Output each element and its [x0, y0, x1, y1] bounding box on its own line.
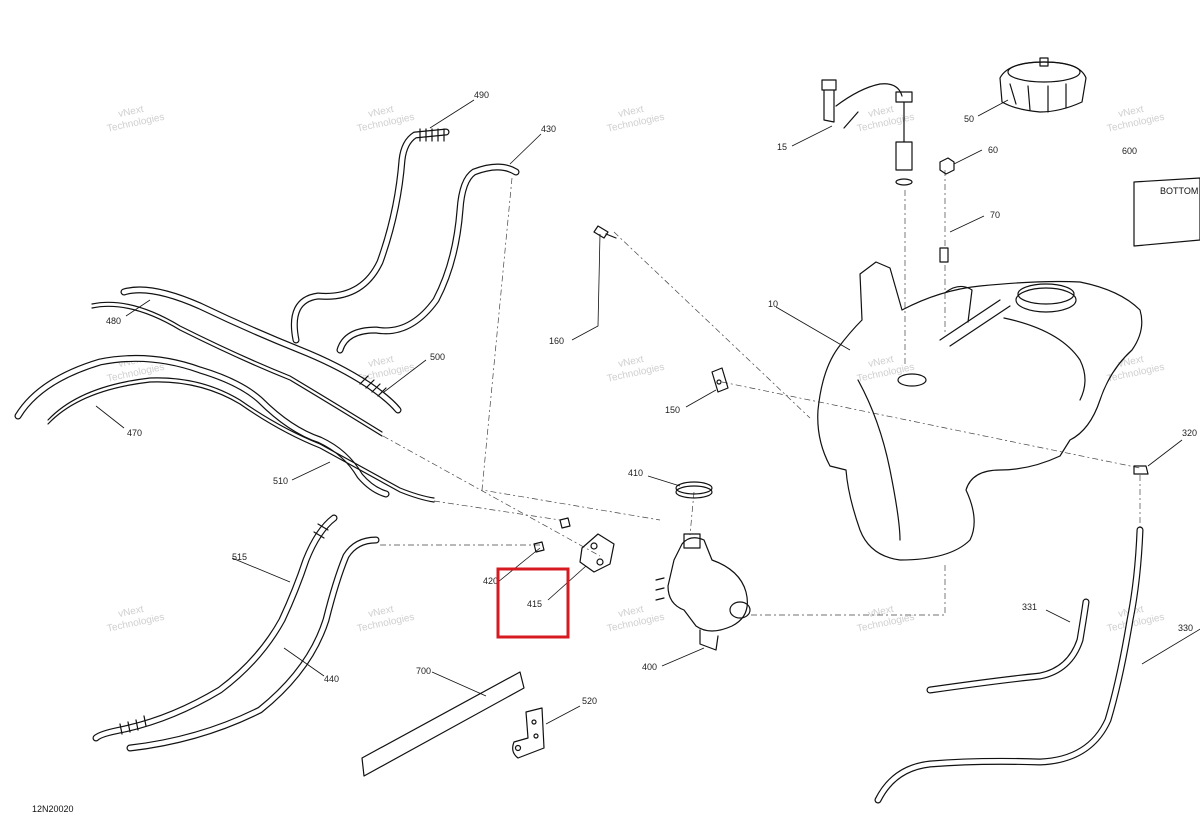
callout-430: 430 — [541, 124, 556, 134]
svg-text:vNext: vNext — [867, 354, 895, 370]
callout-331: 331 — [1022, 602, 1037, 612]
callout-15: 15 — [777, 142, 787, 152]
callout-515: 515 — [232, 552, 247, 562]
hose-331 — [926, 598, 1090, 694]
callout-470: 470 — [127, 428, 142, 438]
svg-text:vNext: vNext — [367, 354, 395, 370]
flange-415 — [579, 533, 615, 573]
clamp-320 — [1133, 465, 1149, 475]
hose-490 — [290, 128, 450, 344]
hose-440 — [126, 536, 380, 752]
svg-text:vNext: vNext — [617, 604, 645, 620]
clamp-410 — [675, 481, 713, 499]
callout-480: 480 — [106, 316, 121, 326]
svg-text:BOTTOM: BOTTOM — [1160, 186, 1198, 196]
clip-150 — [711, 367, 729, 393]
diagram-code: 12N20020 — [32, 804, 74, 814]
callout-330: 330 — [1178, 623, 1193, 633]
callout-500: 500 — [430, 352, 445, 362]
callout-50: 50 — [964, 114, 974, 124]
strip-700 — [361, 671, 525, 777]
fuel-sender-15 — [821, 79, 913, 186]
callout-labels: 490 430 15 50 60 600 70 10 160 480 500 1… — [106, 90, 1197, 706]
callout-410: 410 — [628, 468, 643, 478]
leader-lines — [95, 99, 1200, 725]
callout-415: 415 — [527, 599, 542, 609]
label-600: BOTTOM — [1133, 177, 1200, 247]
callout-420: 420 — [483, 576, 498, 586]
svg-text:vNext: vNext — [867, 104, 895, 120]
callout-440: 440 — [324, 674, 339, 684]
grommet-60 — [939, 157, 955, 175]
fuel-pump-400 — [655, 533, 751, 651]
callout-60: 60 — [988, 145, 998, 155]
svg-text:vNext: vNext — [1117, 104, 1145, 120]
valve-70 — [939, 247, 949, 263]
callout-10: 10 — [768, 299, 778, 309]
hose-470 — [14, 354, 435, 503]
svg-text:vNext: vNext — [117, 604, 145, 620]
assembly-lines — [380, 170, 1141, 616]
highlight-box-415 — [496, 567, 570, 639]
callout-320: 320 — [1182, 428, 1197, 438]
callout-150: 150 — [665, 405, 680, 415]
callout-520: 520 — [582, 696, 597, 706]
svg-text:vNext: vNext — [617, 104, 645, 120]
hose-430 — [336, 163, 520, 354]
svg-text:vNext: vNext — [367, 104, 395, 120]
callout-490: 490 — [474, 90, 489, 100]
hose-515 — [92, 514, 338, 742]
svg-text:vNext: vNext — [617, 354, 645, 370]
hose-330 — [874, 526, 1144, 804]
bolt-160 — [593, 225, 617, 239]
callout-600: 600 — [1122, 146, 1137, 156]
callout-70: 70 — [990, 210, 1000, 220]
svg-text:vNext: vNext — [867, 604, 895, 620]
svg-text:vNext: vNext — [117, 104, 145, 120]
fuel-tank-10 — [817, 261, 1143, 561]
callout-700: 700 — [416, 666, 431, 676]
callout-400: 400 — [642, 662, 657, 672]
fuel-cap-50 — [999, 57, 1087, 113]
callout-510: 510 — [273, 476, 288, 486]
callout-160: 160 — [549, 336, 564, 346]
svg-text:vNext: vNext — [367, 604, 395, 620]
bracket-520 — [512, 707, 545, 759]
nut-420 — [533, 517, 571, 553]
hose-480 — [91, 286, 402, 437]
